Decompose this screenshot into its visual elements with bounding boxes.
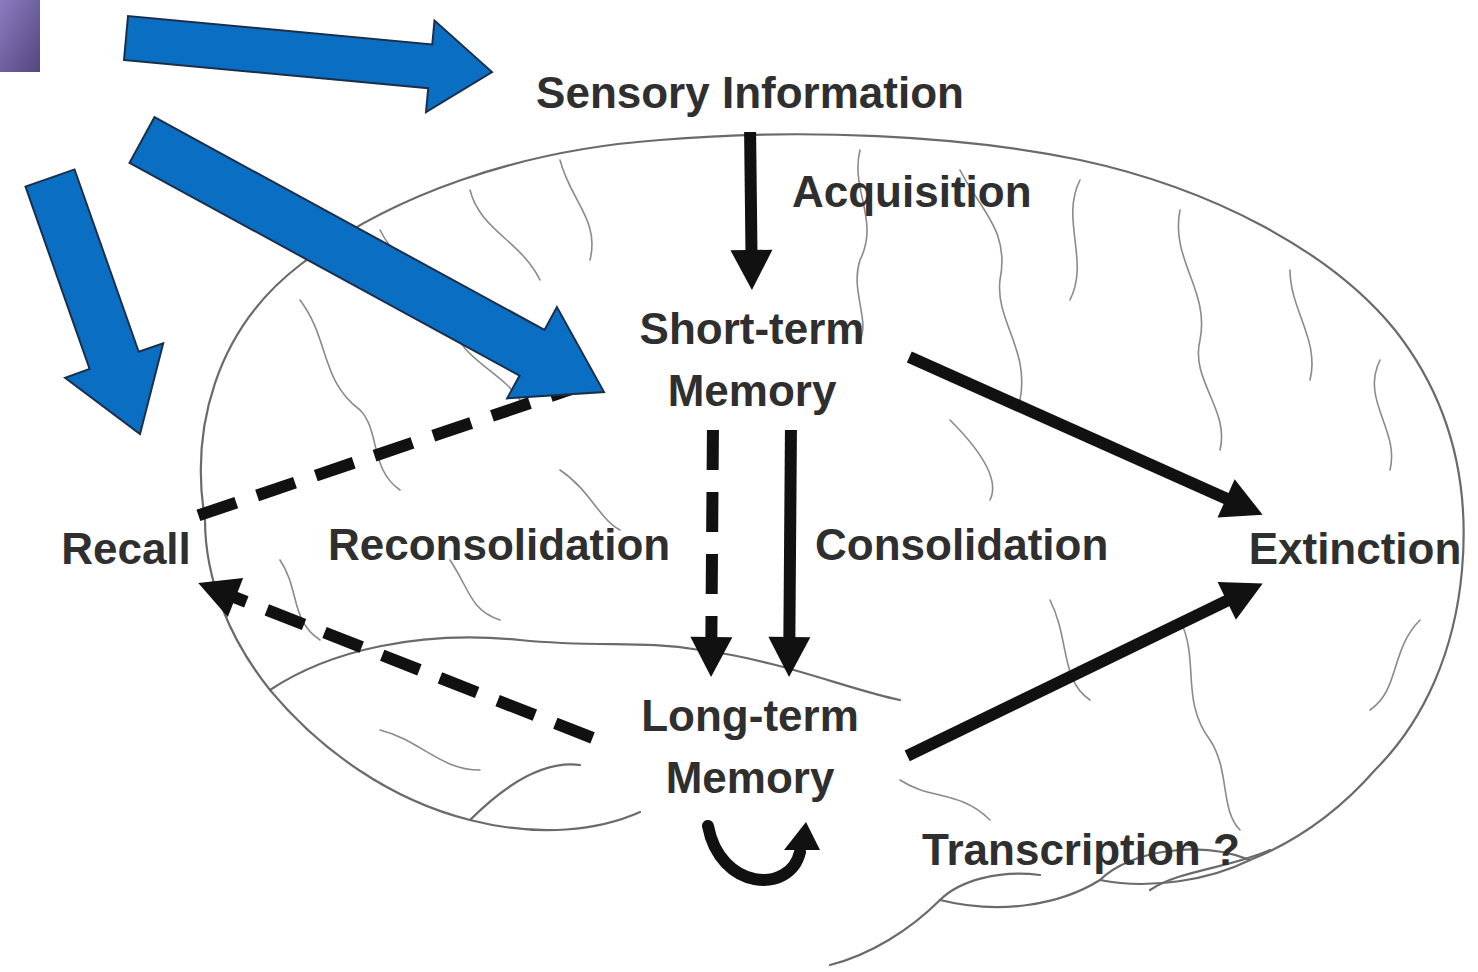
arrow-line: [750, 132, 751, 258]
stage-label: Recall: [61, 518, 191, 580]
process-arrow: [690, 430, 732, 677]
process-label: Transcription ?: [922, 824, 1240, 876]
memory-stage: Extinction: [1249, 518, 1462, 580]
edge-label: Consolidation: [815, 519, 1108, 571]
arrow-head: [1218, 582, 1263, 620]
arrow-head: [730, 250, 772, 290]
stage-label: Short-term Memory: [602, 298, 902, 422]
process-arrow: [198, 381, 594, 515]
process-arrow: [768, 430, 810, 677]
arrow-line: [909, 357, 1233, 502]
arrow-head: [198, 578, 243, 617]
arrow-head: [690, 637, 732, 677]
arrow-line: [907, 597, 1234, 755]
process-arrow: [907, 582, 1263, 756]
stage-label: Extinction: [1249, 518, 1462, 580]
process-arrow: [909, 357, 1262, 518]
edge-label: Acquisition: [792, 166, 1032, 218]
arrow-line: [198, 381, 594, 515]
arrow-line: [711, 430, 713, 645]
memory-stage: Sensory Information: [536, 62, 964, 124]
memory-stage: Short-term Memory: [602, 298, 902, 422]
blue-block-arrow: [124, 16, 492, 112]
brain-gyri: [280, 150, 1420, 830]
memory-stage: Long-term Memory: [600, 685, 900, 809]
corner-square: [0, 0, 40, 72]
memory-stage: Recall: [61, 518, 191, 580]
process-arrow: [730, 132, 772, 290]
arrow-head: [768, 637, 810, 677]
blue-block-arrow: [130, 117, 605, 398]
arrow-line: [228, 595, 593, 738]
transcription-loop: [708, 822, 820, 880]
arrow-line: [789, 430, 791, 645]
edge-label: Reconsolidation: [328, 519, 670, 571]
stage-label: Sensory Information: [536, 62, 964, 124]
arrow-head: [1218, 479, 1263, 517]
stage-label: Long-term Memory: [600, 685, 900, 809]
blue-block-arrow: [26, 169, 164, 434]
process-arrow: [198, 578, 592, 738]
